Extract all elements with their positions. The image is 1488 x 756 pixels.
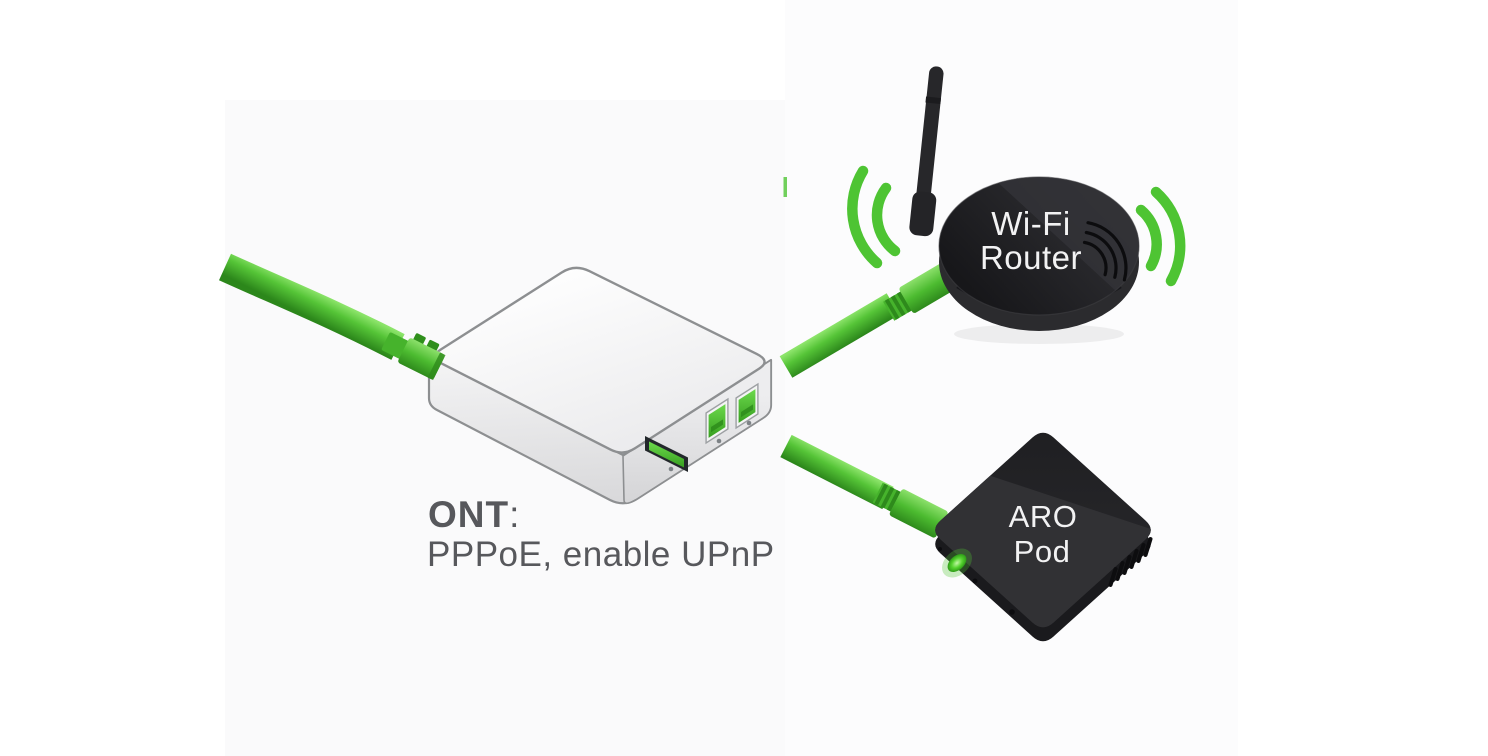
router-rim-highlight [938,176,1140,316]
pod-label-line2: Pod [1014,534,1071,569]
aro-pod-device: ARO Pod [935,432,1153,642]
ont-led-dot-1 [668,466,674,472]
pod-hole-1 [938,547,942,551]
router-shadow [954,324,1124,344]
ont-led-dot-3 [746,420,752,426]
wifi-signal-right-icon [1135,186,1186,287]
ont-label: ONT: [428,494,520,535]
router-label-line2: Router [980,239,1082,276]
router-gloss [993,177,1139,314]
pod-led [947,553,967,573]
ethernet-cable-to-pod [780,434,894,510]
pod-label-line1: ARO [1009,499,1078,534]
ont-led-dot-2 [716,438,722,444]
ont-device [427,266,773,505]
speaker-arcs-icon [1082,221,1128,282]
ont-ethernet-port-1 [705,397,729,445]
right-photo-background [785,0,1238,756]
left-photo-panel: ONT: PPPoE, enable UPnP [219,100,785,756]
ethernet-connector-pod [872,482,948,538]
router-label-line1: Wi-Fi [991,205,1070,242]
ont-config-label: PPPoE, enable UPnP [427,535,775,574]
wifi-router-device: Wi-Fi Router [909,66,1140,344]
wifi-arc-outer-right [1150,186,1186,287]
wifi-arc-inner-left [871,182,901,257]
right-photo-panel: Wi-Fi Router [779,0,1238,756]
pod-gloss [935,466,1151,628]
pod-hole-3 [1009,609,1015,615]
wifi-arc-outer-left [847,165,883,269]
router-antenna-base [909,191,937,237]
pod-hole-2 [972,578,978,584]
ont-label-separator: : [509,494,520,535]
ont-label-name: ONT [428,494,509,535]
wifi-arc-inner-right [1135,204,1162,272]
ont-ethernet-port-2 [735,382,759,430]
pod-vents [1108,537,1153,587]
fiber-connector [381,332,446,381]
cropped-cable-fragment [783,177,787,197]
fiber-cable [219,253,405,360]
router-antenna-joint [925,96,941,105]
ont-top-face [433,266,766,454]
ethernet-cable-to-router [779,293,900,378]
ont-right-face [622,359,772,505]
wifi-signal-left-icon [847,165,901,269]
ont-usb-port-inner [649,441,684,468]
